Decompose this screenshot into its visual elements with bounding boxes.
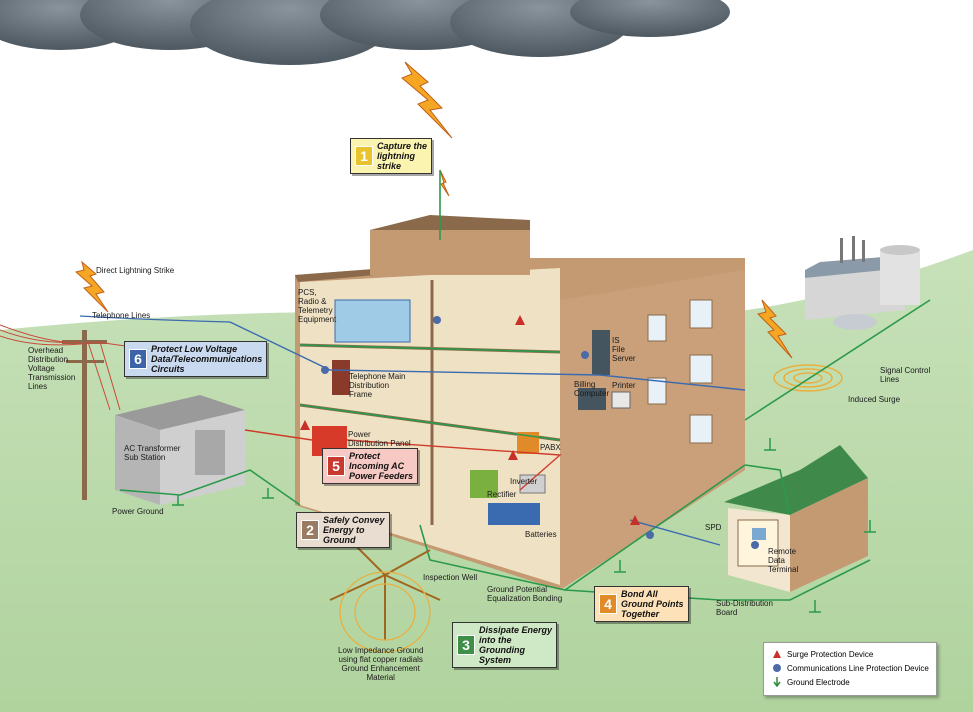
label-pcs: PCS, Radio & Telemetry Equipment	[298, 288, 337, 324]
step-6-text: Protect Low Voltage Data/Telecommunicati…	[151, 344, 263, 374]
step-2-text: Safely Convey Energy to Ground	[323, 515, 385, 545]
inverter-unit	[519, 474, 546, 494]
pabx-unit	[517, 432, 539, 454]
label-inspection-well: Inspection Well	[423, 573, 478, 582]
label-batteries: Batteries	[525, 530, 557, 539]
label-inverter: Inverter	[510, 477, 538, 486]
label-power-ground: Power Ground	[112, 507, 164, 516]
legend: Surge Protection Device Communications L…	[763, 642, 937, 696]
step-4-number: 4	[599, 594, 617, 614]
legend-label: Communications Line Protection Device	[787, 663, 929, 673]
rectifier-unit	[470, 470, 498, 498]
legend-label: Surge Protection Device	[787, 649, 874, 659]
label-telephone-lines: Telephone Lines	[92, 311, 151, 320]
ac-transformer-substation	[115, 395, 245, 505]
induced-surge-bolt-icon	[757, 299, 793, 359]
label-induced-surge: Induced Surge	[848, 395, 901, 404]
dissipation-rings	[339, 571, 431, 653]
industrial-plant	[805, 236, 920, 330]
label-signal-control: Signal Control Lines	[880, 366, 931, 384]
step-3-number: 3	[457, 635, 475, 655]
telecom-data-wiring	[229, 321, 746, 391]
ac-power-feeder	[244, 429, 313, 441]
label-transformer: AC Transformer Sub Station	[124, 444, 181, 462]
air-terminal-bolt-icon	[439, 169, 450, 197]
ground-electrodes	[172, 438, 876, 613]
legend-item-spd: Surge Protection Device	[772, 649, 873, 659]
arrow-down-icon	[773, 677, 781, 687]
label-printer: Printer	[612, 381, 636, 390]
step-2-number: 2	[301, 520, 319, 540]
step-1-number: 1	[355, 146, 373, 166]
remote-data-line	[629, 519, 721, 546]
circle-icon	[773, 664, 781, 672]
step-2-callout: 2 Safely Convey Energy to Ground	[296, 512, 390, 548]
step-1-text: Capture the lightning strike	[377, 141, 428, 171]
induced-surge-rings	[773, 364, 843, 392]
surge-protection-devices	[300, 315, 640, 525]
is-file-server	[592, 330, 610, 375]
step-1-callout: 1 Capture the lightning strike	[350, 138, 433, 174]
storm-cloud	[0, 0, 730, 65]
telephone-line	[79, 315, 231, 323]
label-pabx: PABX	[540, 443, 561, 452]
step-3-text: Dissipate Energy into the Grounding Syst…	[479, 625, 553, 665]
label-sub-distribution: Sub-Distribution Board	[716, 599, 773, 617]
step-6-callout: 6 Protect Low Voltage Data/Telecommunica…	[124, 341, 268, 377]
label-low-impedance-ground: Low Impedance Ground using flat copper r…	[338, 646, 424, 682]
legend-label: Ground Electrode	[787, 677, 850, 687]
printer	[611, 391, 631, 409]
step-4-callout: 4 Bond All Ground Points Together	[594, 586, 689, 622]
label-power-panel: Power Distribution Panel	[348, 430, 411, 448]
direct-strike-bolt-icon	[74, 260, 109, 313]
comm-line-protection-devices	[321, 316, 759, 549]
billing-computer	[578, 388, 606, 410]
label-gpe-bonding: Ground Potential Equalization Bonding	[487, 585, 563, 603]
step-6-number: 6	[129, 349, 147, 369]
triangle-icon	[773, 650, 781, 658]
label-tmdf: Telephone Main Distribution Frame	[349, 372, 406, 399]
step-5-callout: 5 Protect Incoming AC Power Feeders	[322, 448, 419, 484]
label-remote-terminal: Remote Data Terminal	[768, 547, 799, 574]
battery-bank	[488, 503, 540, 525]
label-overhead-lines: Overhead Distribution Voltage Transmissi…	[28, 346, 76, 391]
remote-terminal-building	[724, 445, 868, 592]
label-billing-computer: Billing Computer	[574, 380, 610, 398]
label-direct-strike: Direct Lightning Strike	[96, 266, 175, 275]
step-5-text: Protect Incoming AC Power Feeders	[349, 451, 414, 481]
step-3-callout: 3 Dissipate Energy into the Grounding Sy…	[452, 622, 558, 668]
legend-item-comm: Communications Line Protection Device	[772, 663, 929, 673]
legend-item-electrode: Ground Electrode	[772, 677, 850, 687]
lightning-bolt-icon	[401, 61, 453, 139]
telephone-main-distribution-frame	[332, 360, 350, 395]
label-rectifier: Rectifier	[487, 490, 517, 499]
label-is-file-server: IS File Server	[612, 336, 636, 363]
step-5-number: 5	[327, 456, 345, 476]
label-spd: SPD	[705, 523, 722, 532]
step-4-text: Bond All Ground Points Together	[621, 589, 684, 619]
utility-pole	[62, 330, 107, 500]
internal-power-wiring	[346, 439, 562, 491]
pcs-radio-equipment	[334, 299, 411, 343]
